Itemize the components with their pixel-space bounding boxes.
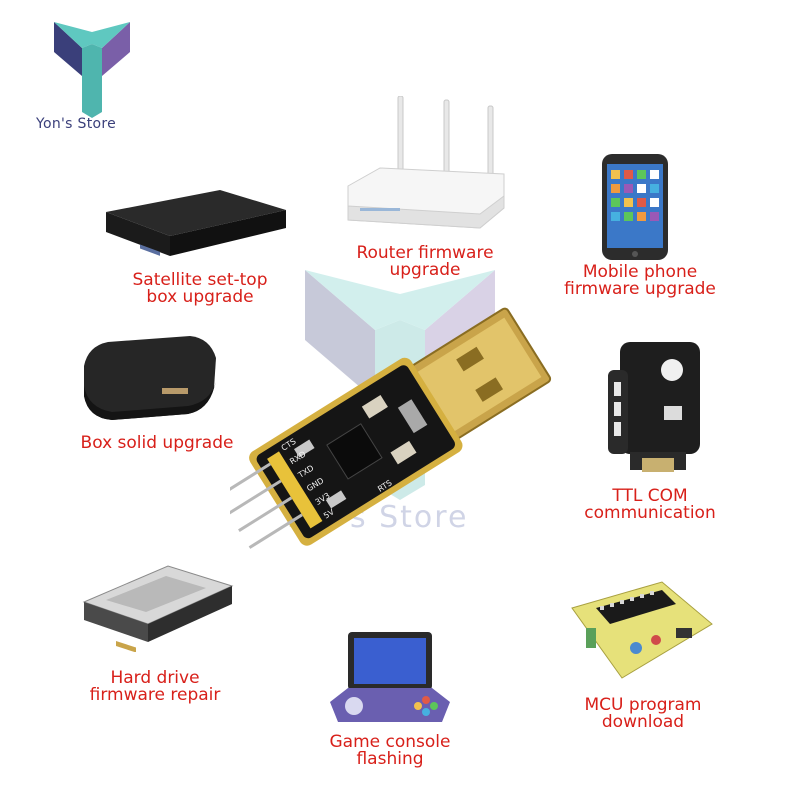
usb-ttl-board-image: CTS RXD TXD GND 3V3 5V RTS xyxy=(216,300,570,560)
brand-logo xyxy=(52,18,132,118)
tv-box-image xyxy=(78,326,220,424)
tv-box-label: Box solid upgrade xyxy=(80,433,234,453)
router-image xyxy=(340,95,510,244)
hard-drive-image xyxy=(76,562,236,653)
game-console-image xyxy=(330,630,450,726)
brand-name: Yon's Store xyxy=(36,116,117,132)
mcu-board-image xyxy=(566,578,716,682)
ttl-device-image xyxy=(604,340,704,480)
mobile-phone-image xyxy=(600,152,670,262)
settop-box-image xyxy=(100,180,290,260)
